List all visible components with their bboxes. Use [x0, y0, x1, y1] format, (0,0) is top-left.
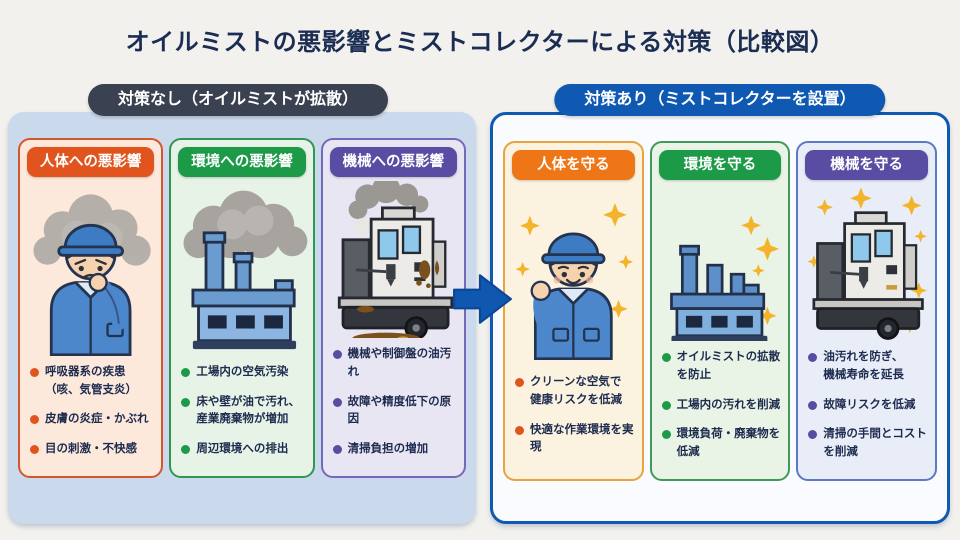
list-item: 故障リスクを低減 [808, 397, 928, 415]
card-machine-protect-header: 機械を守る [805, 150, 929, 180]
list-item: 油汚れを防ぎ、 機械寿命を延長 [808, 349, 928, 385]
bullet-icon [332, 349, 342, 359]
list-item: 工場内の汚れを削減 [661, 397, 782, 415]
smoky-factory-illustration [176, 181, 308, 356]
card-human-damage-header: 人体への悪影響 [27, 147, 155, 177]
sparkle-icon [740, 215, 779, 326]
card-environment-damage: 環境への悪影響 [169, 138, 315, 478]
list-item: 工場内の空気汚染 [181, 364, 305, 382]
card-human-protect: 人体を守る [503, 141, 644, 481]
machine-protect-list: 油汚れを防ぎ、 機械寿命を延長 故障リスクを低減 清掃の手間とコストを削減 [803, 349, 930, 474]
environment-protect-list: オイルミストの拡散を防止 工場内の汚れを削減 環境負荷・廃棄物を低減 [657, 349, 784, 474]
bullet-text: 清掃負担の増加 [347, 443, 429, 456]
card-environment-protect-header: 環境を守る [658, 150, 782, 180]
bullet-icon [661, 352, 671, 362]
bullet-text: 故障リスクを低減 [823, 398, 916, 411]
sparkle-icon [515, 203, 634, 318]
bullet-icon [332, 445, 342, 455]
oily-machine-illustration [328, 181, 459, 338]
clean-factory-icon [669, 215, 779, 341]
bullet-icon [515, 378, 524, 387]
list-item: 故障や精度低下の原因 [332, 394, 457, 430]
with-countermeasure-label: 対策あり（ミストコレクターを設置） [554, 84, 886, 116]
human-damage-list: 呼吸器系の疾患 （咳、気管支炎） 皮膚の炎症・かぶれ 目の刺激・不快感 [25, 364, 156, 471]
bullet-text: 油汚れを防ぎ、 機械寿命を延長 [823, 350, 904, 381]
list-item: 快適な作業環境を実現 [515, 422, 635, 458]
clean-machine-icon [807, 187, 928, 341]
list-item: クリーンな空気で 健康リスクを低減 [515, 374, 635, 410]
bullet-icon [332, 397, 342, 407]
bullet-icon [661, 430, 671, 440]
bullet-text: 床や壁が油で汚れ、 産業廃棄物が増加 [196, 395, 300, 426]
right-arrow-icon [453, 274, 512, 324]
card-machine-damage: 機械への悪影響 [320, 138, 466, 478]
no-countermeasure-label: 対策なし（オイルミストが拡散） [87, 84, 389, 116]
card-machine-damage-header: 機械への悪影響 [329, 147, 457, 177]
list-item: 皮膚の炎症・かぶれ [30, 411, 154, 429]
bullet-text: 周辺環境への排出 [196, 443, 289, 456]
bullet-text: 機械や制御盤の油汚れ [347, 347, 452, 378]
list-item: 目の刺激・不快感 [30, 441, 154, 459]
bullet-icon [181, 367, 191, 377]
smoky-factory-icon [183, 190, 308, 350]
bullet-text: オイルミストの拡散を防止 [676, 350, 781, 381]
bullet-text: クリーンな空気で 健康リスクを低減 [530, 376, 622, 406]
oily-machine-icon [337, 181, 453, 338]
list-item: 呼吸器系の疾患 （咳、気管支炎） [30, 364, 154, 400]
bullet-icon [30, 415, 39, 425]
list-item: 周辺環境への排出 [181, 441, 305, 459]
bullet-text: 故障や精度低下の原因 [347, 395, 452, 426]
happy-worker-illustration [510, 184, 637, 366]
human-protect-list: クリーンな空気で 健康リスクを低減 快適な作業環境を実現 [510, 374, 637, 474]
smoke-cloud [348, 181, 429, 220]
list-item: 機械や制御盤の油汚れ [332, 346, 457, 382]
bullet-text: 快適な作業環境を実現 [530, 423, 634, 454]
bullet-icon [30, 445, 39, 455]
environment-damage-list: 工場内の空気汚染 床や壁が油で汚れ、 産業廃棄物が増加 周辺環境への排出 [176, 364, 307, 471]
bullet-icon [515, 425, 524, 435]
bullet-text: 呼吸器系の疾患 （咳、気管支炎） [45, 365, 137, 396]
bullet-text: 皮膚の炎症・かぶれ [45, 413, 149, 426]
bullet-icon [808, 352, 818, 362]
with-countermeasure-columns: 人体を守る [493, 115, 947, 491]
list-item: 床や壁が油で汚れ、 産業廃棄物が増加 [181, 394, 305, 430]
card-human-protect-header: 人体を守る [512, 150, 635, 180]
bullet-text: 目の刺激・不快感 [45, 443, 137, 456]
bullet-icon [181, 397, 191, 407]
bullet-text: 工場内の汚れを削減 [676, 398, 781, 411]
page-title: オイルミストの悪影響とミストコレクターによる対策（比較図） [125, 29, 835, 56]
with-countermeasure-panel: 人体を守る [490, 112, 950, 524]
oil-stains [415, 260, 439, 289]
list-item: 清掃の手間とコストを削減 [808, 426, 928, 462]
sick-worker-icon [33, 194, 151, 356]
list-item: 環境負荷・廃棄物を低減 [661, 426, 782, 462]
card-human-damage: 人体への悪影響 [18, 138, 164, 478]
bullet-text: 工場内の空気汚染 [196, 365, 289, 378]
happy-worker-icon [515, 203, 634, 361]
bullet-text: 環境負荷・廃棄物を低減 [676, 428, 781, 459]
list-item: オイルミストの拡散を防止 [661, 349, 782, 385]
no-countermeasure-columns: 人体への悪影響 [8, 112, 476, 488]
bullet-icon [808, 400, 818, 410]
bullet-icon [661, 400, 671, 410]
no-countermeasure-panel: 人体への悪影響 [8, 112, 476, 524]
clean-machine-illustration [803, 184, 930, 341]
card-environment-damage-header: 環境への悪影響 [178, 147, 306, 177]
clean-factory-illustration [657, 184, 784, 341]
list-item: 清掃負担の増加 [332, 441, 457, 459]
card-environment-protect: 環境を守る [649, 141, 791, 481]
machine-damage-list: 機械や制御盤の油汚れ 故障や精度低下の原因 清掃負担の増加 [328, 346, 459, 471]
sick-worker-illustration [25, 181, 156, 356]
bullet-icon [181, 445, 191, 455]
card-machine-protect: 機械を守る [796, 141, 938, 481]
bullet-icon [30, 367, 39, 377]
bullet-icon [808, 430, 818, 440]
bullet-text: 清掃の手間とコストを削減 [823, 428, 927, 459]
